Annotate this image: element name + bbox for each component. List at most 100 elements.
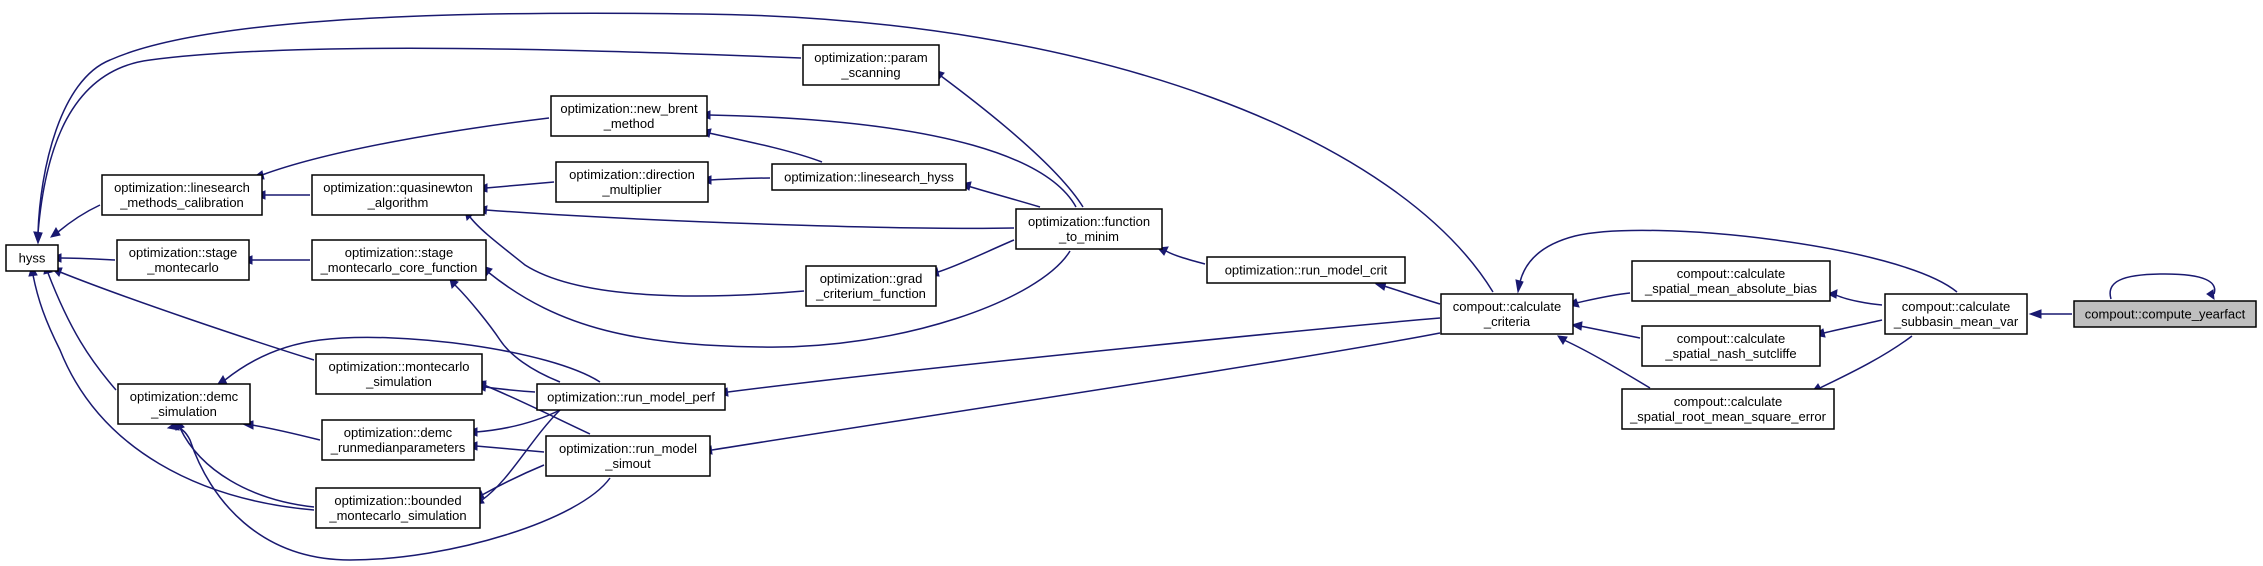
node-label-line: optimization::demc [344,425,453,440]
node-yearfact[interactable]: compout::compute_yearfact [2073,300,2257,328]
node-label-line: optimization::param [814,50,927,65]
node-box [311,174,485,216]
edge-arrowhead [1570,321,1583,331]
edge-fmin-to-qn [475,205,1015,230]
node-label-line: _montecarlo_simulation [328,508,466,523]
edge-line [1575,292,1631,304]
edge-smccore-to-smc [240,255,310,265]
node-qn[interactable]: optimization::quasinewton_algorithm [311,174,485,216]
node-label-line: hyss [19,251,46,266]
edge-line [481,464,545,496]
node-smccore[interactable]: optimization::stage_montecarlo_core_func… [311,239,487,281]
edge-line [485,181,555,189]
node-label-line: _method [603,116,655,131]
edge-mcsim-to-hyss [50,267,315,361]
node-smc[interactable]: optimization::stage_montecarlo [116,239,250,281]
node-mcsim[interactable]: optimization::montecarlo_simulation [315,353,483,395]
node-rms[interactable]: optimization::run_model_simout [545,435,711,477]
node-fmin[interactable]: optimization::function_to_minim [1015,208,1163,250]
edge-yearfact-to-smv [2028,309,2072,319]
node-newbrent[interactable]: optimization::new_brent_method [550,95,708,137]
edge-fmin-to-grad [927,239,1015,277]
node-box [101,174,263,216]
edge-line [1819,335,1913,389]
node-label-line: _methods_calibration [119,195,244,210]
edge-nash-to-cc [1570,321,1641,339]
node-label-line: _spatial_nash_sutcliffe [1664,346,1796,361]
edge-lsh-to-direction [699,175,771,185]
node-mab[interactable]: compout::calculate_spatial_mean_absolute… [1631,260,1831,302]
node-bmc[interactable]: optimization::bounded_montecarlo_simulat… [315,487,481,529]
node-box [805,265,937,307]
node-label-line: optimization::montecarlo [329,359,470,374]
node-box [321,419,475,461]
node-param[interactable]: optimization::param_scanning [802,44,940,86]
node-demcrun[interactable]: optimization::demc_runmedianparameters [321,419,475,461]
node-smv[interactable]: compout::calculate_subbasin_mean_var [1884,293,2028,335]
edge-line [709,177,771,181]
node-box [2073,300,2257,328]
edge-line [1833,293,1883,306]
edge-line [1383,285,1441,305]
node-label-line: _runmedianparameters [330,440,466,455]
node-label-line: _criteria [1483,314,1531,329]
edge-mab-to-cc [1566,292,1631,308]
node-rmse[interactable]: compout::calculate_spatial_root_mean_squ… [1621,388,1835,430]
edge-direction-to-qn [475,181,555,193]
edge-line [475,409,561,433]
node-box [555,161,709,203]
node-demcsim[interactable]: optimization::demc_simulation [117,383,251,425]
edge-line [727,317,1441,393]
edge-grad-to-qn [464,209,805,297]
node-cc[interactable]: compout::calculate_criteria [1440,293,1574,335]
node-box [311,239,487,281]
node-label-line: compout::calculate [1902,299,2010,314]
edge-fmin-to-smccore [481,250,1071,348]
edge-line [261,117,550,176]
node-nash[interactable]: compout::calculate_spatial_nash_sutcliff… [1641,325,1821,367]
node-box [1641,325,1821,367]
edge-line [179,427,315,508]
edge-line [484,386,536,393]
edge-lsh-to-newbrent [699,128,823,163]
node-grad[interactable]: optimization::grad_criterium_function [805,265,937,307]
node-label-line: optimization::stage [345,245,453,260]
node-lsh[interactable]: optimization::linesearch_hyss [771,163,967,191]
node-label-line: optimization::run_model_crit [1225,263,1388,278]
node-label-line: _simulation [150,404,217,419]
edge-arrowhead [1515,279,1524,294]
node-box [550,95,708,137]
node-rmc[interactable]: optimization::run_model_crit [1206,256,1406,284]
edge-line [251,424,321,441]
edge-line [1519,229,1958,293]
node-rmp[interactable]: optimization::run_model_perf [536,383,726,411]
edge-rmc-to-fmin [1156,246,1206,265]
node-label-line: optimization::stage [129,245,237,260]
edge-fmin-to-newbrent [698,110,1077,208]
edge-line [475,445,545,453]
node-box [315,487,481,529]
node-label-line: optimization::linesearch [114,180,250,195]
node-label-line: compout::calculate [1677,266,1785,281]
edge-arrowhead [33,231,43,245]
node-box [1440,293,1574,335]
node-label-line: _spatial_mean_absolute_bias [1644,281,1818,296]
node-box [1884,293,2028,335]
node-lsmc[interactable]: optimization::linesearch_methods_calibra… [101,174,263,216]
node-label-line: _multiplier [601,182,662,197]
edge-yearfact-to-yearfact [2109,273,2216,301]
node-hyss[interactable]: hyss [5,244,59,272]
node-box [771,163,967,191]
edge-line [37,12,1494,293]
edges-layer [28,12,2216,561]
edge-newbrent-to-lsmc [251,117,550,180]
node-label-line: optimization::function [1028,214,1150,229]
node-label-line: optimization::linesearch_hyss [784,170,954,185]
node-label-line: compout::calculate [1674,394,1782,409]
edge-smc-to-hyss [49,253,116,263]
edge-rmse-to-cc [1557,335,1651,389]
node-direction[interactable]: optimization::direction_multiplier [555,161,709,203]
edge-line [937,239,1015,273]
node-label-line: _scanning [840,65,900,80]
edge-arrowhead [50,226,61,238]
